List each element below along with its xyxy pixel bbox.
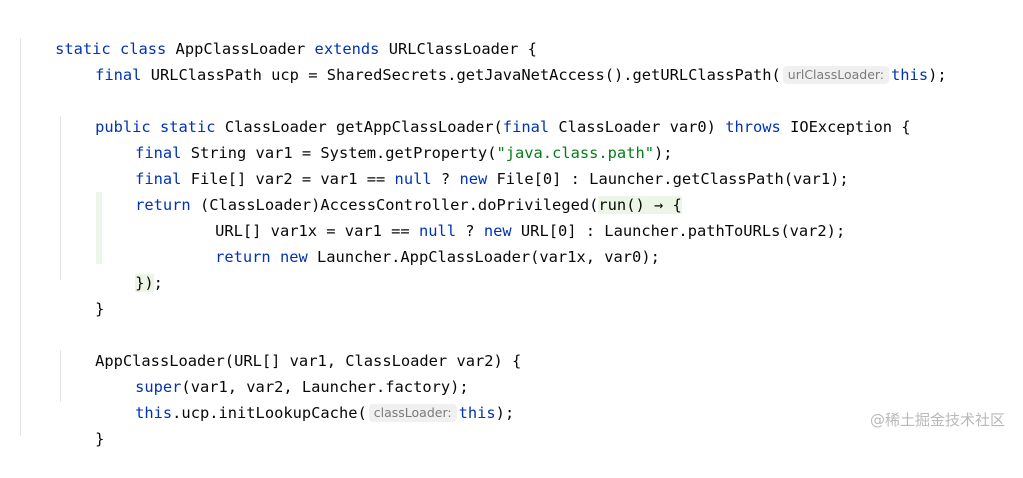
code-line-14[interactable]: } <box>58 400 104 448</box>
keyword: new <box>483 222 512 240</box>
parameter-hint: classLoader: <box>368 404 457 422</box>
code-line-4[interactable]: final String var1 = System.getProperty("… <box>98 114 672 162</box>
code-text: } <box>95 300 105 318</box>
code-text: URLClassPath ucp = SharedSecrets.getJava… <box>141 66 781 84</box>
code-text: AppClassLoader(URL[] var1, ClassLoader v… <box>95 352 522 370</box>
code-text: ClassLoader getAppClassLoader( <box>215 118 503 136</box>
code-text: Launcher.AppClassLoader(var1x, var0); <box>307 248 660 266</box>
watermark: @稀土掘金技术社区 <box>869 411 1005 429</box>
code-text: AppClassLoader <box>166 40 315 58</box>
code-line-8[interactable]: return new Launcher.AppClassLoader(var1x… <box>178 218 660 266</box>
keyword: final <box>95 66 142 84</box>
code-line-3[interactable]: public static ClassLoader getAppClassLoa… <box>58 88 910 136</box>
keyword: final <box>135 144 182 162</box>
code-text: URLClassLoader { <box>379 40 537 58</box>
lambda-close: }) <box>135 274 154 292</box>
keyword: this <box>135 404 173 422</box>
keyword: return new <box>215 248 308 266</box>
parameter-hint: urlClassLoader: <box>782 66 890 84</box>
keyword: this <box>458 404 496 422</box>
code-text: File[] var2 = var1 == <box>181 170 395 188</box>
keyword: return <box>135 196 191 214</box>
code-text: .ucp.initLookupCache( <box>172 404 367 422</box>
keyword: new <box>459 170 488 188</box>
keyword: final <box>135 170 182 188</box>
code-text: (var1, var2, Launcher.factory); <box>181 378 469 396</box>
code-text: ? <box>431 170 460 188</box>
code-text: ); <box>654 144 673 162</box>
code-text: File[0] : Launcher.getClassPath(var1); <box>487 170 849 188</box>
code-text: ? <box>456 222 484 240</box>
code-text: URL[0] : Launcher.pathToURLs(var2); <box>511 222 846 240</box>
code-text: URL[] var1x = var1 == <box>215 222 419 240</box>
keyword: public static <box>95 118 216 136</box>
code-text: String var1 = System.getProperty( <box>181 144 497 162</box>
keyword: super <box>135 378 182 396</box>
keyword: throws <box>725 118 781 136</box>
code-text: ClassLoader var0) <box>549 118 726 136</box>
lambda-folded[interactable]: run() → { <box>598 196 682 214</box>
indent-guide <box>60 116 61 280</box>
string-literal: "java.class.path" <box>496 144 654 162</box>
code-line-7[interactable]: URL[] var1x = var1 == null ? new URL[0] … <box>178 192 845 240</box>
code-text: ); <box>495 404 515 422</box>
code-text: (ClassLoader)AccessController.doPrivileg… <box>190 196 599 214</box>
keyword: extends <box>314 40 380 58</box>
code-line-10[interactable]: } <box>58 270 104 318</box>
code-editor[interactable]: static class AppClassLoader extends URLC… <box>0 0 1023 448</box>
code-line-11[interactable]: AppClassLoader(URL[] var1, ClassLoader v… <box>58 322 521 370</box>
indent-guide <box>60 350 61 402</box>
keyword: null <box>394 170 432 188</box>
code-line-6[interactable]: return (ClassLoader)AccessController.doP… <box>98 166 682 214</box>
code-line-9[interactable]: }); <box>98 244 163 292</box>
code-line-1[interactable]: static class AppClassLoader extends URLC… <box>18 10 537 58</box>
code-line-12[interactable]: super(var1, var2, Launcher.factory); <box>98 348 469 396</box>
code-text: IOException { <box>780 118 911 136</box>
lambda-block-highlight <box>96 192 102 264</box>
keyword: null <box>418 222 457 240</box>
code-line-2[interactable]: final URLClassPath ucp = SharedSecrets.g… <box>58 36 947 84</box>
keyword: this <box>891 66 929 84</box>
code-text: ); <box>928 66 947 84</box>
code-line-5[interactable]: final File[] var2 = var1 == null ? new F… <box>98 140 849 188</box>
code-line-13[interactable]: this.ucp.initLookupCache(classLoader:thi… <box>98 374 514 422</box>
code-text: ; <box>153 274 163 292</box>
indent-guide <box>20 38 21 436</box>
code-text: } <box>95 430 105 448</box>
keyword: final <box>502 118 550 136</box>
keyword: static class <box>55 40 167 58</box>
